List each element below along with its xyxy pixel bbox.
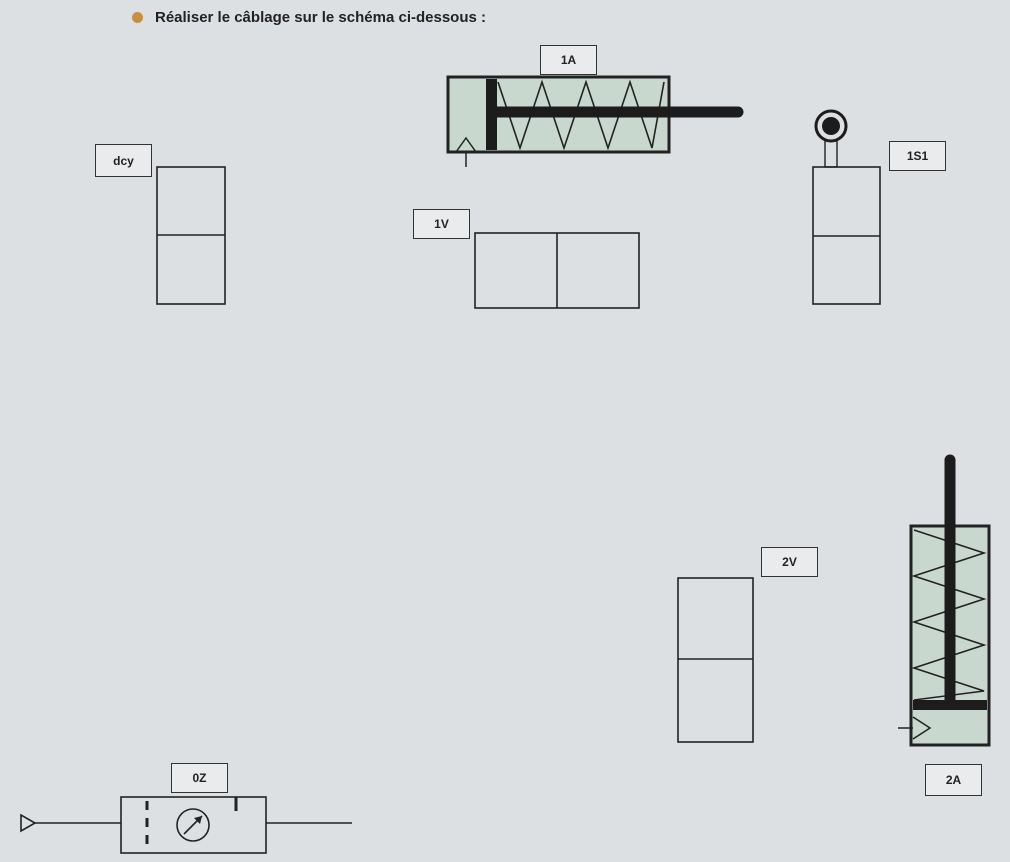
spring-2a-icon [911,529,987,701]
bullet-icon [132,12,143,23]
pressure-source-icon [20,813,37,833]
label-2a: 2A [925,764,982,796]
instruction-heading: Réaliser le câblage sur le schéma ci-des… [132,9,486,26]
frl-unit-0z [20,796,352,854]
cylinder-2a [898,454,991,747]
label-1s1: 1S1 [889,141,946,171]
label-dcy: dcy [95,144,152,177]
valve-dcy [156,166,226,305]
instruction-text: Réaliser le câblage sur le schéma ci-des… [155,9,486,26]
port-2a-icon [912,716,932,740]
label-1v: 1V [413,209,470,239]
label-0z: 0Z [171,763,228,793]
pressure-gauge-icon [176,808,210,842]
port-1a-icon [455,136,477,153]
sensor-1s1 [812,109,881,305]
piston-1a [486,79,497,150]
cylinder-1a [446,75,744,167]
label-2v: 2V [761,547,818,577]
spring-1a-icon [497,79,665,151]
valve-2v [677,577,754,743]
valve-1v [474,232,640,309]
label-1a: 1A [540,45,597,75]
piston-2a [913,700,987,710]
